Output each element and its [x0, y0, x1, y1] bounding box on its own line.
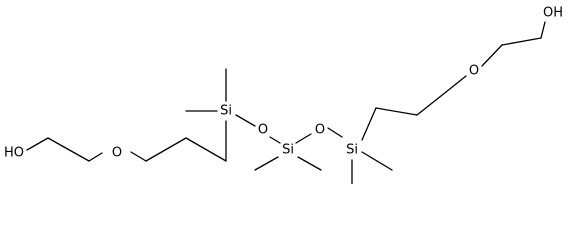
atom-siloxane-oxygen-left: O [258, 123, 268, 138]
bond-c4-c5 [145, 137, 187, 162]
bond-c9-o [445, 75, 467, 93]
bond-c8-c9 [416, 91, 447, 116]
bond-si-center-methyl-left [254, 156, 279, 171]
atom-left-ether-oxygen: O [112, 146, 122, 161]
molecule-diagram: HO O Si O Si O Si O OH [4, 6, 563, 184]
bond-o-si-right [327, 127, 343, 138]
atom-silicon-left: Si [220, 104, 232, 119]
atom-silicon-center: Si [282, 143, 294, 158]
bond-si-right-methyl-right [361, 151, 393, 171]
bond-si-center-o [295, 133, 312, 144]
bond-c7-c8 [375, 107, 418, 116]
bond-ho-c1 [26, 137, 49, 151]
bond-c5-c6 [185, 137, 227, 162]
atom-right-hydroxyl: OH [543, 6, 563, 21]
bond-c11-oh [540, 21, 546, 39]
bond-si-left-o [235, 114, 256, 127]
bond-o-c4 [130, 151, 147, 162]
bond-c10-c11 [501, 37, 542, 46]
atom-siloxane-oxygen-right: O [315, 123, 325, 138]
bond-c2-c3 [88, 152, 103, 162]
bond-c1-c2 [47, 137, 90, 162]
atom-silicon-right: Si [346, 143, 358, 158]
atom-label-layer: HO O Si O Si O Si O OH [4, 6, 563, 161]
atom-right-ether-oxygen: O [469, 64, 479, 79]
bond-o-si-center [269, 136, 281, 144]
atom-left-hydroxyl: HO [4, 146, 24, 161]
structure-canvas: HO O Si O Si O Si O OH [3, 5, 564, 184]
bond-si-right-c7 [361, 107, 377, 141]
bond-si-center-methyl-right [297, 156, 322, 171]
bond-o-c10 [481, 44, 503, 67]
bond-layer [26, 21, 546, 184]
